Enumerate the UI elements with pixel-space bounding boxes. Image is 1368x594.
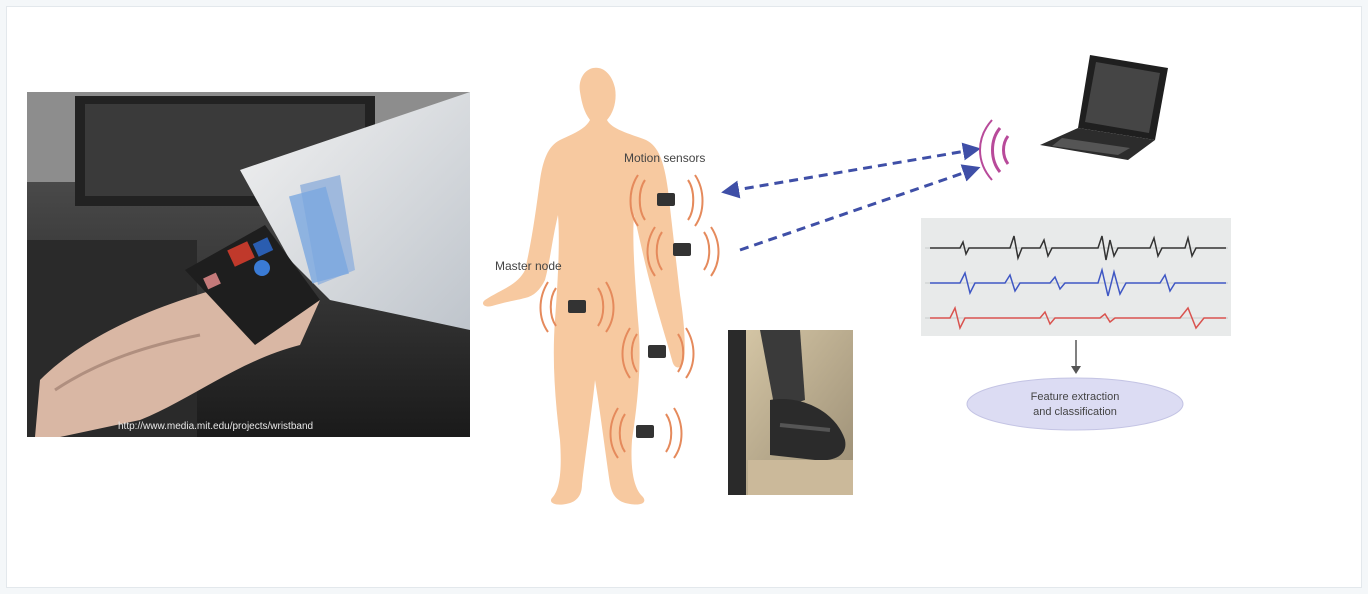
ankle-sensor-photo [728, 330, 853, 495]
motion-sensors-label: Motion sensors [624, 151, 705, 165]
laptop-icon [1040, 55, 1168, 160]
master-node-label: Master node [495, 259, 562, 273]
photo-watermark: http://www.media.mit.edu/projects/wristb… [118, 421, 313, 432]
feature-extraction-line2: and classification [1033, 406, 1117, 418]
wireless-link-arrow-upper [730, 150, 972, 191]
wristband-photo: http://www.media.mit.edu/projects/wristb… [27, 92, 470, 437]
human-body-figure [483, 68, 685, 505]
signal-waveform-panel [921, 218, 1231, 336]
wireless-signal-icon [980, 120, 1008, 180]
feature-extraction-node [967, 378, 1183, 430]
feature-extraction-line1: Feature extraction [1031, 391, 1120, 403]
